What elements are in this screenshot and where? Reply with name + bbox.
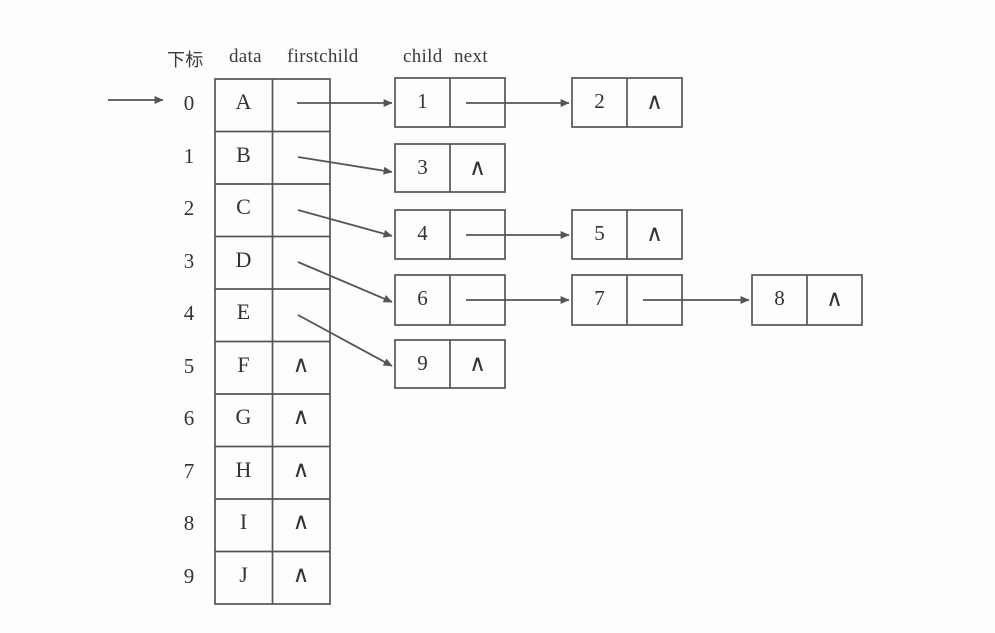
data-cell-6: G	[235, 404, 252, 429]
index-label-9: 9	[183, 564, 195, 588]
node-child-4-0: 9	[417, 351, 428, 375]
node-child-0-0: 1	[417, 89, 428, 113]
node-child-1-0: 3	[417, 155, 428, 179]
index-label-8: 8	[183, 511, 195, 535]
node-child-3-1: 7	[594, 286, 605, 310]
node-next-3-2: ∧	[826, 286, 843, 311]
index-label-6: 6	[183, 406, 195, 430]
data-cell-1: B	[236, 142, 251, 167]
index-label-5: 5	[183, 354, 195, 378]
node-child-2-1: 5	[594, 221, 605, 245]
node-child-2-0: 4	[417, 221, 428, 245]
data-cell-3: D	[235, 247, 252, 272]
index-label-7: 7	[183, 459, 195, 483]
data-cell-2: C	[236, 194, 251, 219]
firstchild-cell-7: ∧	[292, 457, 310, 482]
header-next: next	[454, 46, 488, 67]
node-next-0-1: ∧	[646, 89, 663, 114]
header-index: 下标	[167, 50, 204, 71]
data-cell-0: A	[235, 89, 252, 114]
node-next-4-0: ∧	[469, 351, 486, 376]
index-label-4: 4	[183, 301, 195, 325]
firstchild-cell-5: ∧	[292, 352, 310, 377]
index-label-0: 0	[183, 91, 195, 115]
header-firstchild: firstchild	[287, 46, 359, 67]
index-label-2: 2	[183, 196, 195, 220]
node-next-1-0: ∧	[469, 155, 486, 180]
index-label-1: 1	[183, 144, 195, 168]
node-child-3-0: 6	[417, 286, 428, 310]
index-label-3: 3	[183, 249, 195, 273]
data-cell-4: E	[236, 299, 251, 324]
header-child: child	[403, 46, 443, 67]
data-cell-5: F	[237, 352, 250, 377]
node-child-3-2: 8	[774, 286, 785, 310]
firstchild-cell-9: ∧	[292, 562, 310, 587]
data-cell-8: I	[239, 509, 248, 534]
firstchild-cell-6: ∧	[292, 404, 310, 429]
firstchild-cell-8: ∧	[292, 509, 310, 534]
data-cell-7: H	[235, 457, 252, 482]
header-data: data	[229, 46, 262, 67]
data-cell-9: J	[239, 562, 248, 587]
node-next-2-1: ∧	[646, 221, 663, 246]
node-child-0-1: 2	[594, 89, 605, 113]
